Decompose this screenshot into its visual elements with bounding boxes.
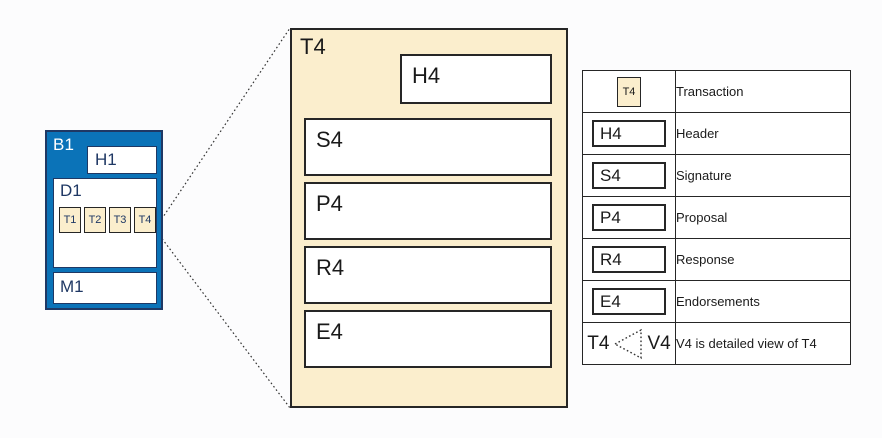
transaction-chip-t1[interactable]: T1	[59, 207, 81, 233]
legend-description-signature: Signature	[675, 154, 851, 197]
transaction-chip-icon: T4	[617, 76, 641, 107]
detail-view-relation-icon: T4 V4	[583, 327, 675, 361]
detail-box-response-label: R4	[316, 255, 345, 280]
transaction-chip-t4[interactable]: T4	[134, 207, 156, 233]
outline-box-icon: P4	[592, 204, 666, 231]
detail-box-proposal-label: P4	[316, 191, 343, 216]
legend-row-proposal: P4 Proposal	[582, 196, 851, 239]
legend-symbol-header: H4	[582, 112, 676, 155]
legend-description-detail-view: V4 is detailed view of T4	[675, 322, 851, 365]
legend-table: T4 Transaction H4 Header S4 Signature P4…	[582, 70, 851, 365]
transaction-list: T1 T2 T3 T4	[59, 207, 156, 233]
legend-row-header: H4 Header	[582, 112, 851, 155]
legend-row-detail-view: T4 V4 V4 is detailed view of T4	[582, 322, 851, 365]
legend-row-signature: S4 Signature	[582, 154, 851, 197]
detail-box-signature[interactable]: S4	[304, 118, 552, 176]
block-header-h1[interactable]: H1	[87, 146, 157, 174]
legend-symbol-transaction: T4	[582, 70, 676, 113]
transaction-chip-t2[interactable]: T2	[84, 207, 106, 233]
block-header-h1-label: H1	[95, 150, 117, 169]
dotted-triangle-icon	[613, 328, 643, 359]
legend-description-endorsements: Endorsements	[675, 280, 851, 323]
legend-row-response: R4 Response	[582, 238, 851, 281]
block-data-d1[interactable]: D1 T1 T2 T3 T4	[53, 178, 157, 268]
legend-symbol-proposal: P4	[582, 196, 676, 239]
detail-box-endorsements[interactable]: E4	[304, 310, 552, 368]
legend-description-header: Header	[675, 112, 851, 155]
detail-view-source-label: T4	[587, 332, 610, 354]
outline-box-icon: E4	[592, 288, 666, 315]
detail-box-signature-label: S4	[316, 127, 343, 152]
block-metadata-m1-label: M1	[60, 277, 84, 296]
transaction-detail-panel[interactable]: T4 H4 S4 P4 R4 E4	[290, 28, 568, 408]
legend-description-response: Response	[675, 238, 851, 281]
transaction-chip-t3[interactable]: T3	[109, 207, 131, 233]
legend-symbol-response: R4	[582, 238, 676, 281]
detail-box-endorsements-label: E4	[316, 319, 343, 344]
legend-description-proposal: Proposal	[675, 196, 851, 239]
outline-box-icon: S4	[592, 162, 666, 189]
legend-symbol-signature: S4	[582, 154, 676, 197]
detail-box-proposal[interactable]: P4	[304, 182, 552, 240]
block-data-d1-label: D1	[60, 181, 82, 200]
block-b1-label: B1	[53, 135, 75, 154]
detail-box-header[interactable]: H4	[400, 54, 552, 104]
legend-row-transaction: T4 Transaction	[582, 70, 851, 113]
outline-box-icon: R4	[592, 246, 666, 273]
legend-row-endorsements: E4 Endorsements	[582, 280, 851, 323]
block-metadata-m1[interactable]: M1	[53, 272, 157, 304]
legend-description-transaction: Transaction	[675, 70, 851, 113]
detail-box-header-label: H4	[412, 63, 441, 88]
outline-box-icon: H4	[592, 120, 666, 147]
detail-view-target-label: V4	[647, 332, 671, 354]
legend-symbol-endorsements: E4	[582, 280, 676, 323]
transaction-detail-panel-title: T4	[300, 34, 326, 59]
detail-box-response[interactable]: R4	[304, 246, 552, 304]
block-b1[interactable]: B1 H1 D1 T1 T2 T3 T4 M1	[45, 130, 163, 310]
legend-symbol-detail-view: T4 V4	[582, 322, 676, 365]
